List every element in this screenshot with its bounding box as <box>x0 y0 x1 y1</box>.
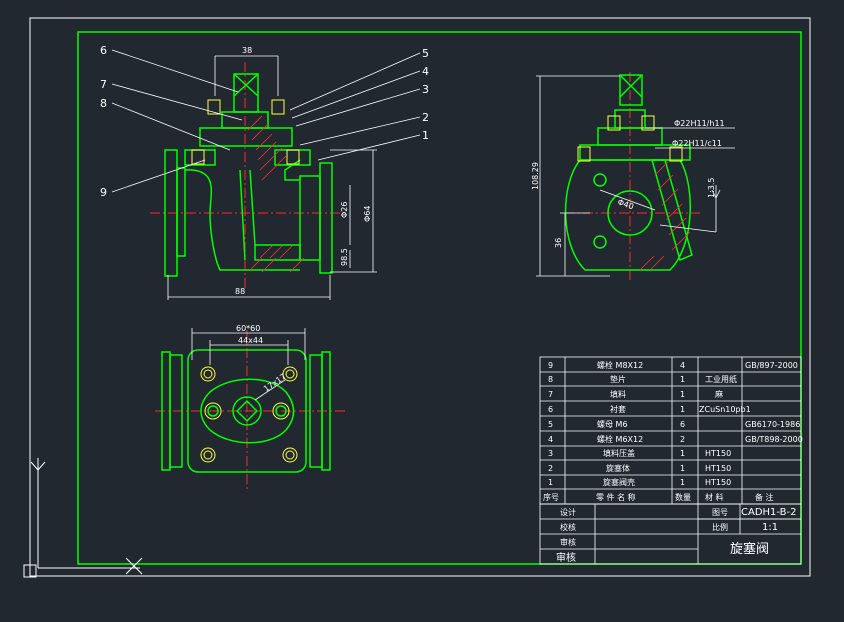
bom-row-4-remark: GB/T898-2000 <box>745 435 803 444</box>
bom-row-8-name: 垫片 <box>610 374 626 384</box>
balloon-9: 9 <box>100 186 107 199</box>
bom-row-3-no: 3 <box>548 449 553 458</box>
bom-row-8-no: 8 <box>548 375 553 384</box>
dim-taper: 1:3.5 <box>707 177 716 198</box>
bom-row-3-material: HT150 <box>705 449 731 458</box>
ucs-icon <box>23 458 143 578</box>
drawing-frame <box>77 31 802 565</box>
dim-44x44: 44x44 <box>238 336 263 345</box>
title-block-text: 设计 校核 审核 审核 图号 CADH1-B-2 比例 1:1 旋塞阀 <box>556 507 797 564</box>
balloon-6: 6 <box>100 44 107 57</box>
bom-row-7-no: 7 <box>548 390 553 399</box>
balloon-4: 4 <box>422 65 429 78</box>
bom-row-6-material: ZCuSn10pb1 <box>699 405 751 414</box>
side-view: Φ22H11/h11 Φ22H11/c11 108.29 36 Φ40 1:3.… <box>531 72 735 280</box>
bom-header-qty: 数量 <box>675 492 691 502</box>
bom-row-1-no: 1 <box>548 478 553 487</box>
dim-60x60: 60*60 <box>236 324 260 333</box>
bom-row-1-qty: 1 <box>680 478 685 487</box>
bom-row-1-name: 旋塞阀壳 <box>603 477 635 487</box>
dim-top-38: 38 <box>242 46 252 55</box>
fit-h11: Φ22H11/h11 <box>674 119 725 128</box>
balloon-5: 5 <box>422 47 429 60</box>
bom-row-1-material: HT150 <box>705 478 731 487</box>
bom-row-6-name: 衬套 <box>610 404 626 414</box>
dim-length-88: 88 <box>235 287 245 296</box>
balloon-8: 8 <box>100 97 107 110</box>
audit-label: 审核 <box>560 537 576 547</box>
bom-row-6-no: 6 <box>548 405 553 414</box>
bom-header-name: 零 件 名 称 <box>596 492 636 502</box>
front-view: 6 7 8 9 5 4 3 2 1 38 88 Φ26 Φ64 98.5 <box>100 44 429 300</box>
bom-row-9-remark: GB/897-2000 <box>745 361 798 370</box>
bom-table <box>539 356 802 505</box>
sheet-border <box>29 17 811 577</box>
bom-row-3-qty: 1 <box>680 449 685 458</box>
title-block <box>539 503 802 565</box>
dim-flange: 98.5 <box>340 248 349 266</box>
bom-row-6-qty: 1 <box>680 405 685 414</box>
drawing-title: 旋塞阀 <box>730 541 769 557</box>
bom-header-material: 材 料 <box>705 492 724 502</box>
bom-row-5-no: 5 <box>548 420 553 429</box>
bom-row-3-name: 填料压盖 <box>603 448 635 458</box>
bom-row-5-qty: 6 <box>680 420 685 429</box>
review-label: 审核 <box>556 551 576 564</box>
bom-row-7-material: 麻 <box>715 389 723 399</box>
scale-label: 比例 <box>712 522 728 532</box>
balloon-3: 3 <box>422 83 429 96</box>
dim-bore-40: Φ40 <box>616 197 635 211</box>
balloon-2: 2 <box>422 111 429 124</box>
dim-bore: Φ26 <box>340 202 349 218</box>
checker-label: 校核 <box>560 522 576 532</box>
balloon-1: 1 <box>422 129 429 142</box>
scale-value: 1:1 <box>762 522 778 533</box>
dim-height-108: 108.29 <box>531 162 540 190</box>
bom-row-4-qty: 2 <box>680 435 685 444</box>
bom-row-2-no: 2 <box>548 464 553 473</box>
dim-height: Φ64 <box>363 206 372 222</box>
designer-label: 设计 <box>560 507 576 517</box>
bom-rows: 9 螺栓 M8X12 4 GB/897-2000 8 垫片 1 工业用纸 7 填… <box>543 360 803 502</box>
bom-row-8-qty: 1 <box>680 375 685 384</box>
bom-row-5-name: 螺母 M6 <box>597 419 628 429</box>
bom-row-9-name: 螺栓 M8X12 <box>597 360 643 370</box>
drawing-no: CADH1-B-2 <box>741 507 797 518</box>
bom-row-9-no: 9 <box>548 361 553 370</box>
bom-row-9-qty: 4 <box>680 361 685 370</box>
bom-row-7-name: 填料 <box>610 389 626 399</box>
dim-lower-36: 36 <box>554 238 563 248</box>
bom-row-2-name: 旋塞体 <box>606 463 630 473</box>
drawing-frames <box>23 17 811 578</box>
bom-row-5-remark: GB6170-1986 <box>745 420 800 429</box>
drawing-no-label: 图号 <box>712 508 728 517</box>
bom-header-remark: 备 注 <box>755 492 774 502</box>
bom-row-8-material: 工业用纸 <box>705 374 737 384</box>
bom-row-4-name: 螺栓 M6X12 <box>597 434 643 444</box>
bom-row-4-no: 4 <box>548 435 553 444</box>
balloon-7: 7 <box>100 78 107 91</box>
bom-row-2-material: HT150 <box>705 464 731 473</box>
bom-row-2-qty: 1 <box>680 464 685 473</box>
top-view: 60*60 44x44 17x17 <box>155 324 345 492</box>
bom-header-no: 序号 <box>543 492 559 502</box>
fit-c11: Φ22H11/c11 <box>672 139 722 148</box>
bom-row-7-qty: 1 <box>680 390 685 399</box>
